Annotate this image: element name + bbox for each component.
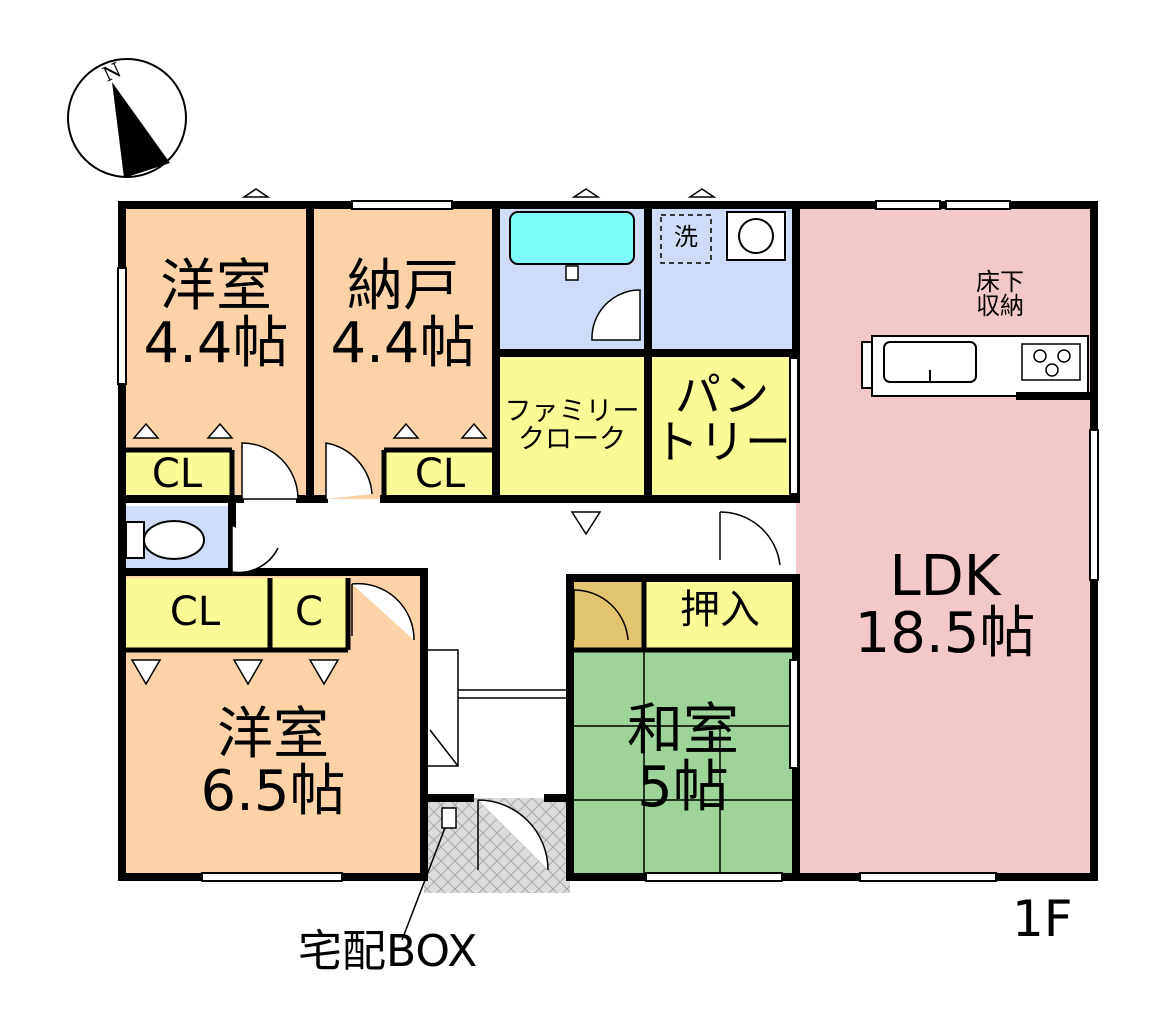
room-name: ファミリー <box>504 396 640 427</box>
room-name: トリー <box>653 414 791 469</box>
underfloor-storage-label: 床下 収納 <box>960 270 1040 319</box>
room-name: LDK <box>889 544 1001 609</box>
oshiire-area <box>644 578 796 650</box>
family-closet-area <box>496 353 648 499</box>
tokonoma-area <box>570 578 644 650</box>
family-closet-label: ファミリー クローク <box>496 398 648 453</box>
western-room-2-label: 洋室 6.5帖 <box>122 706 424 820</box>
cl-1-area <box>122 450 232 499</box>
western-room-1-label: 洋室 4.4帖 <box>122 258 310 372</box>
bath-faucet <box>565 265 579 281</box>
compass <box>67 58 187 178</box>
oshiire-label: 押入 <box>680 587 760 633</box>
cl-2-label: CL <box>414 451 466 497</box>
doors <box>231 289 781 871</box>
ldk-area <box>796 205 1094 877</box>
pantry-label: パン トリー <box>648 372 796 466</box>
delivery-box-marker <box>441 807 457 829</box>
tatami-lines <box>570 650 796 877</box>
delivery-box-label: 宅配BOX <box>298 926 478 977</box>
toilet-fixture <box>125 521 145 559</box>
closet-walls <box>122 447 796 653</box>
kitchen-counter <box>861 335 1089 397</box>
pantry-area <box>648 353 796 499</box>
room-name: クローク <box>518 423 626 455</box>
windows <box>117 200 1099 882</box>
room-size: 4.4帖 <box>143 311 289 377</box>
storage-room-label: 納戸 4.4帖 <box>310 258 496 372</box>
room-name: 納戸 <box>347 254 459 319</box>
floor-label: 1F <box>1012 890 1073 948</box>
room-name: パン <box>674 368 770 422</box>
cl-2-area <box>384 450 496 499</box>
label-line: 床下 <box>976 268 1024 296</box>
washer-box <box>660 214 712 264</box>
cl-3-area <box>122 578 268 648</box>
room-size: 4.4帖 <box>330 311 476 377</box>
room-size: 18.5帖 <box>854 601 1036 667</box>
room-name: 洋室 <box>217 702 329 767</box>
delivery-box-leader <box>401 819 449 941</box>
c-1-area <box>270 578 348 648</box>
c-1-label: C <box>295 589 323 635</box>
room-size: 5帖 <box>637 755 729 821</box>
vent-markers <box>130 188 717 686</box>
room-name: 洋室 <box>160 254 272 319</box>
washer-label: 洗 <box>674 223 698 251</box>
room-size: 6.5帖 <box>200 759 346 825</box>
ldk-label: LDK 18.5帖 <box>796 548 1094 662</box>
bathtub <box>509 211 635 265</box>
cl-3-label: CL <box>169 589 221 635</box>
room-name: 和室 <box>627 698 739 763</box>
japanese-room-area <box>570 650 796 877</box>
cl-1-label: CL <box>151 451 203 497</box>
north-arrow-icon <box>112 82 170 178</box>
hall-step <box>423 649 570 767</box>
japanese-room-label: 和室 5帖 <box>570 702 796 816</box>
stove-icon <box>1021 343 1081 381</box>
label-line: 収納 <box>976 292 1024 321</box>
